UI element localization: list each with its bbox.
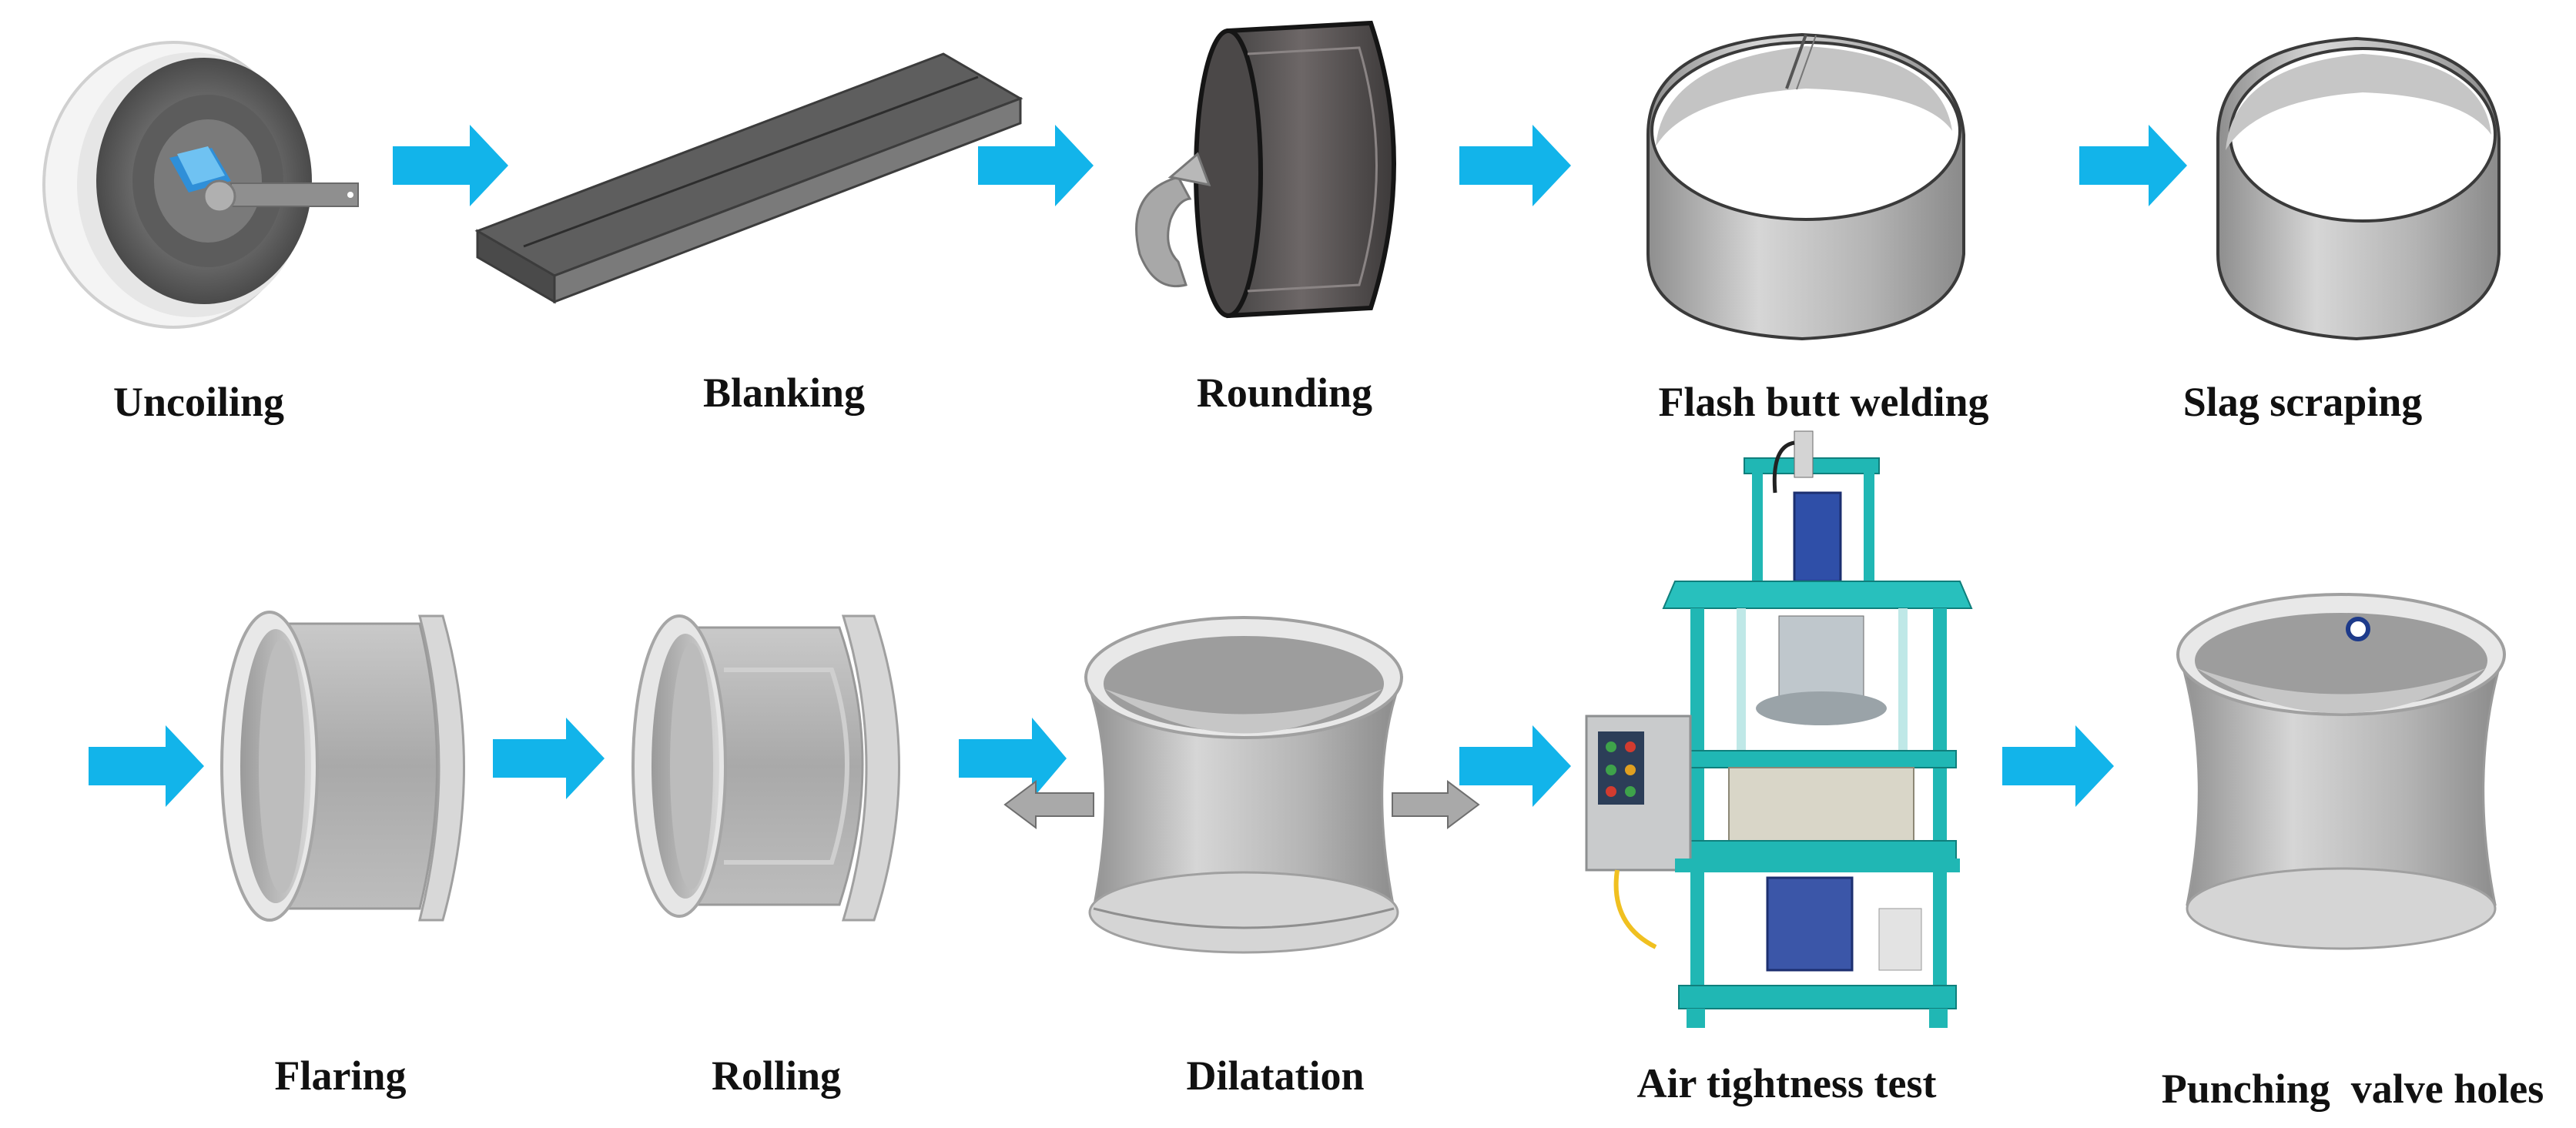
flow-arrow	[2002, 725, 2114, 807]
reverse-arrow	[1003, 780, 1094, 829]
flow-arrow	[393, 125, 508, 206]
flaring-illustration	[220, 611, 465, 922]
uncoiling-illustration	[42, 41, 359, 329]
flow-arrow	[978, 125, 1094, 206]
blanking-illustration	[474, 52, 1023, 304]
flow-arrow	[2079, 125, 2187, 206]
flow-arrow	[493, 718, 605, 799]
step-label: Punching valve holes	[2162, 1066, 2544, 1112]
flow-arrow	[1459, 125, 1571, 206]
step-label: Flash butt welding	[1658, 379, 1988, 425]
step-label: Blanking	[703, 370, 865, 416]
slag-scraping-illustration	[2216, 36, 2501, 341]
forward-arrow	[1392, 780, 1480, 829]
step-label: Uncoiling	[113, 379, 284, 425]
step-label: Dilatation	[1186, 1053, 1364, 1099]
step-label: Rolling	[712, 1053, 841, 1099]
step-label: Air tightness test	[1637, 1060, 1937, 1106]
punching-valve-holes-illustration	[2176, 593, 2506, 950]
step-label: Slag scraping	[2183, 379, 2423, 425]
flow-arrow	[1459, 725, 1571, 807]
rounding-illustration	[1135, 20, 1396, 319]
rolling-illustration	[631, 614, 900, 922]
flow-arrow	[89, 725, 204, 807]
step-label: Flaring	[275, 1053, 407, 1099]
flash-butt-welding-illustration	[1646, 32, 1965, 341]
air-tightness-machine-illustration	[1585, 430, 1973, 1028]
flow-arrow	[959, 718, 1067, 799]
dilatation-illustration	[1084, 616, 1404, 954]
step-label: Rounding	[1197, 370, 1372, 416]
